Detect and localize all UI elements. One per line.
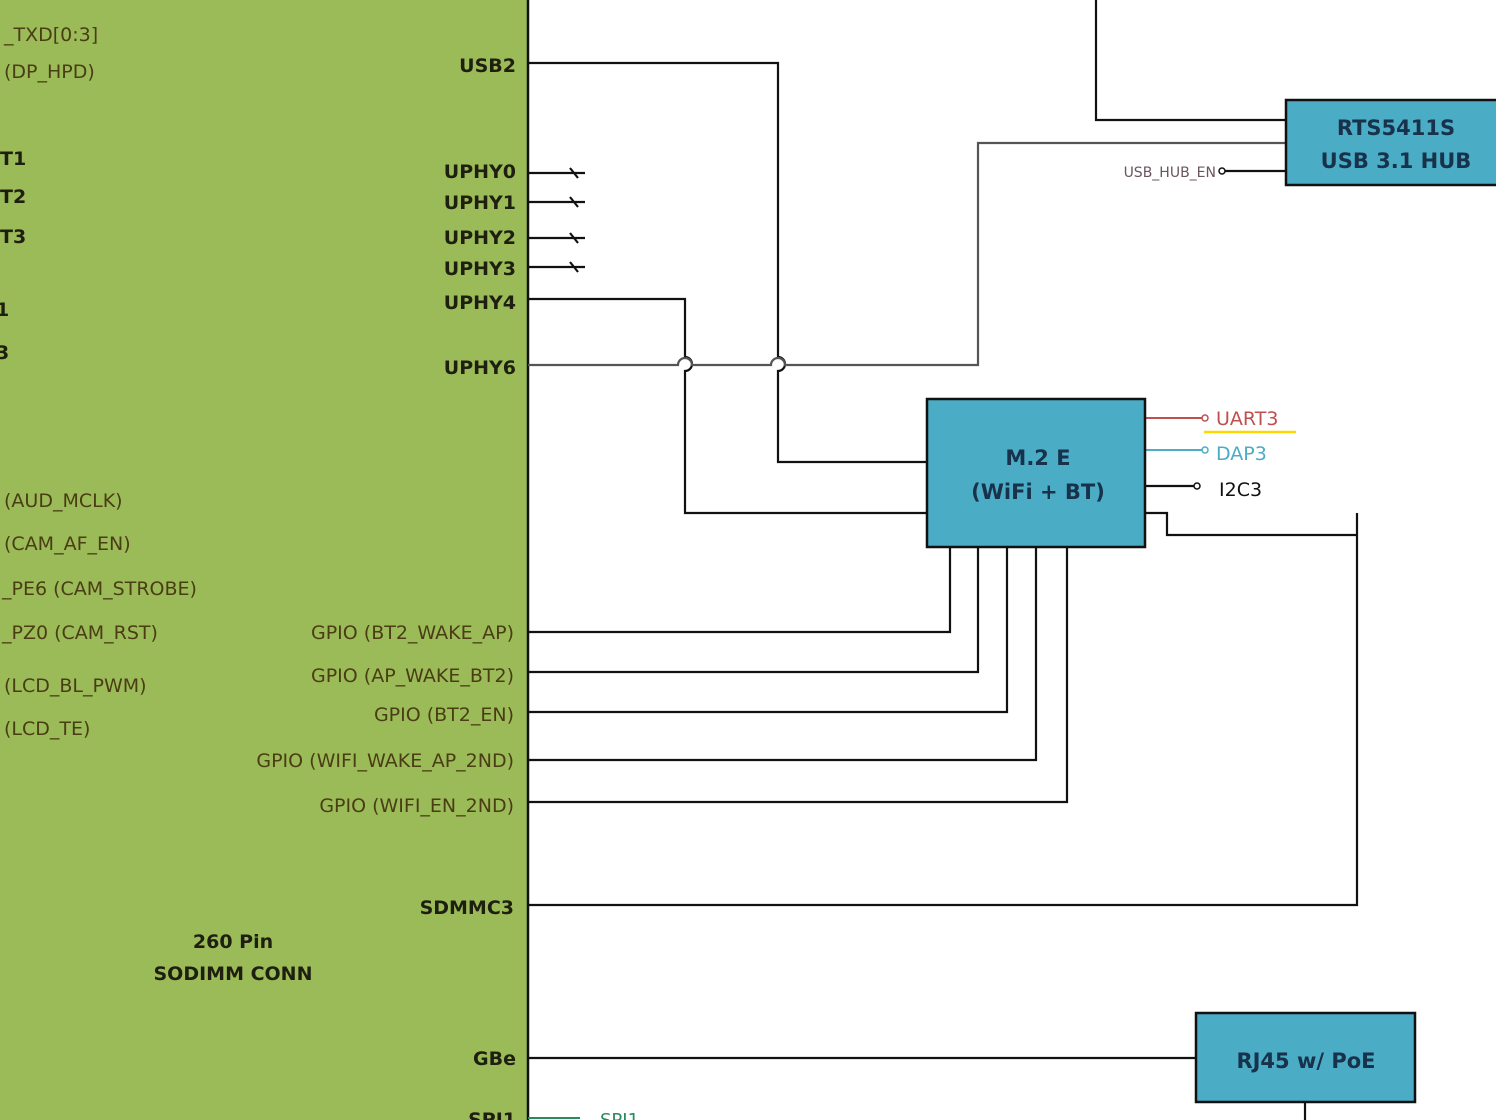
left-label: _PE6 (CAM_STROBE) [1, 578, 197, 600]
pin-uphy3: UPHY3 [444, 258, 516, 280]
uart3-label: UART3 [1216, 408, 1278, 430]
left-label: _TXD[0:3] [3, 24, 98, 46]
left-label: (DP_HPD) [4, 61, 95, 83]
wire-gpio-ap-wake-bt2 [528, 547, 980, 674]
wire-uphy4 [528, 297, 927, 515]
left-label: 1 [0, 299, 9, 321]
wire-gpio-bt2-en [528, 547, 1009, 714]
wire-m2-sdio [1145, 511, 1357, 537]
pin-spi1: SPI1 [468, 1109, 516, 1120]
wire-gpio-bt2-wake-ap [528, 547, 952, 634]
left-label: T1 [0, 148, 26, 170]
left-label: T2 [0, 186, 26, 208]
hub-enable-terminal [1218, 167, 1226, 175]
rj45-poe-block: RJ45 w/ PoE [1194, 1011, 1417, 1104]
pin-gpio-bt2-wake-ap: GPIO (BT2_WAKE_AP) [311, 622, 514, 644]
left-label: (AUD_MCLK) [4, 490, 123, 512]
pin-gpio-wifi-en: GPIO (WIFI_EN_2ND) [319, 795, 514, 817]
usb-hub-block: RTS5411S USB 3.1 HUB [1284, 98, 1496, 187]
pin-uphy0: UPHY0 [444, 161, 516, 183]
pin-sdmmc3: SDMMC3 [420, 897, 514, 919]
left-label: _PZ0 (CAM_RST) [1, 622, 158, 644]
left-label: (CAM_AF_EN) [4, 533, 131, 555]
hub-line2: USB 3.1 HUB [1321, 149, 1472, 173]
wire-hub-upstream [1094, 0, 1286, 122]
pin-uphy1: UPHY1 [444, 192, 516, 214]
pin-usb2: USB2 [459, 55, 516, 77]
wire-gpio-wifi-en [528, 547, 1069, 804]
uphy-stubs [528, 167, 585, 273]
pin-gpio-bt2-en: GPIO (BT2_EN) [374, 704, 514, 726]
spi1-net-label: SPI1 [600, 1110, 639, 1120]
pin-uphy4: UPHY4 [444, 292, 516, 314]
sodimm-connector-block [0, 0, 528, 1120]
connector-title-1: 260 Pin [193, 931, 273, 953]
wire-sdmmc3 [528, 513, 1359, 907]
m2-wifi-bt-block: M.2 E (WiFi + BT) [925, 397, 1147, 549]
wire-gpio-wifi-wake [528, 547, 1038, 762]
left-label: (LCD_TE) [4, 718, 90, 740]
pin-gpio-ap-wake-bt2: GPIO (AP_WAKE_BT2) [311, 665, 514, 687]
m2-line1: M.2 E [1005, 446, 1070, 470]
rj45-label: RJ45 w/ PoE [1236, 1049, 1375, 1073]
hub-enable-label: USB_HUB_EN [1124, 165, 1216, 181]
dap3-label: DAP3 [1216, 443, 1267, 465]
wire-usb2 [528, 61, 927, 464]
dap3-terminal [1201, 446, 1209, 454]
connector-title-2: SODIMM CONN [153, 963, 312, 985]
hub-line1: RTS5411S [1337, 116, 1455, 140]
uart3-terminal [1201, 414, 1209, 422]
i2c3-terminal [1193, 482, 1201, 490]
wire-uphy6 [528, 141, 1286, 367]
left-label: 3 [0, 342, 9, 364]
pin-uphy6: UPHY6 [444, 357, 516, 379]
pin-gpio-wifi-wake: GPIO (WIFI_WAKE_AP_2ND) [256, 750, 514, 772]
left-label: (LCD_BL_PWM) [4, 675, 147, 697]
pin-gbe: GBe [473, 1048, 516, 1070]
left-label: T3 [0, 226, 26, 248]
m2-line2: (WiFi + BT) [971, 480, 1105, 504]
i2c3-label: I2C3 [1219, 479, 1262, 501]
pin-uphy2: UPHY2 [444, 227, 516, 249]
